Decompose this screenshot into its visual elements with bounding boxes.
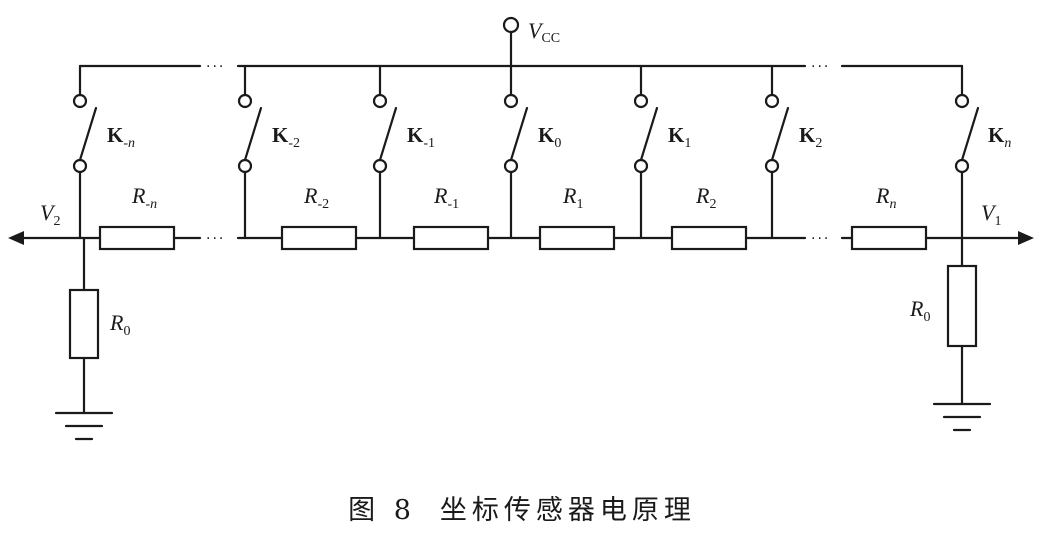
figure-number: 图 8 [348,495,416,526]
resistor-r-1 [538,225,616,251]
output-arrow-right [1018,231,1034,245]
switch-k-neg-1 [372,64,398,240]
load-branch-left [68,236,100,415]
switch-label-k-2: K2 [799,123,822,151]
resistor-label-r-neg-2: R-2 [303,183,329,212]
switch-k-0 [503,64,529,240]
resistor-chain-ellipsis-left: ··· [206,231,225,247]
resistor-chain-ellipsis-right: ··· [811,231,830,247]
resistor-label-r-neg-n: R-n [131,183,157,212]
switch-k-neg-n [72,64,98,240]
switch-k-1 [633,64,659,240]
resistor-r-n [850,225,928,251]
output-arrow-left [8,231,24,245]
top-bus-ellipsis-right: ··· [811,59,830,75]
resistor-r-2 [670,225,748,251]
load-resistor-label-right: R0 [909,296,930,325]
top-bus-ellipsis-left: ··· [206,59,225,75]
load-branch-right [946,236,978,406]
resistor-label-r-2: R2 [695,183,716,212]
resistor-r-neg-n [98,225,176,251]
switch-k-neg-2 [237,64,263,240]
output-label-v2: V2 [40,200,60,229]
output-label-v1: V1 [981,200,1001,229]
switch-label-k-neg-2: K-2 [272,123,300,151]
supply-label: VCC [528,18,560,46]
resistor-label-r-neg-1: R-1 [433,183,459,212]
switch-label-k-neg-1: K-1 [407,123,435,151]
ground-symbol-right [932,402,992,432]
switch-label-k-1: K1 [668,123,691,151]
figure-caption: 图 8 坐标传感器电原理 [0,488,1044,527]
switch-label-k-neg-n: K-n [107,123,135,151]
resistor-r-neg-2 [280,225,358,251]
resistor-label-r-n: Rn [875,183,896,212]
switch-k-2 [764,64,790,240]
resistor-r-neg-1 [412,225,490,251]
switch-k-n [954,64,980,240]
ground-symbol-left [54,411,114,441]
supply-terminal [502,16,520,68]
switch-label-k-n: Kn [988,123,1011,151]
figure-title: 坐标传感器电原理 [439,495,696,526]
switch-label-k-0: K0 [538,123,561,151]
circuit-schematic: VCC ··· ··· [8,16,1034,441]
load-resistor-label-left: R0 [109,310,130,339]
resistor-label-r-1: R1 [562,183,583,212]
